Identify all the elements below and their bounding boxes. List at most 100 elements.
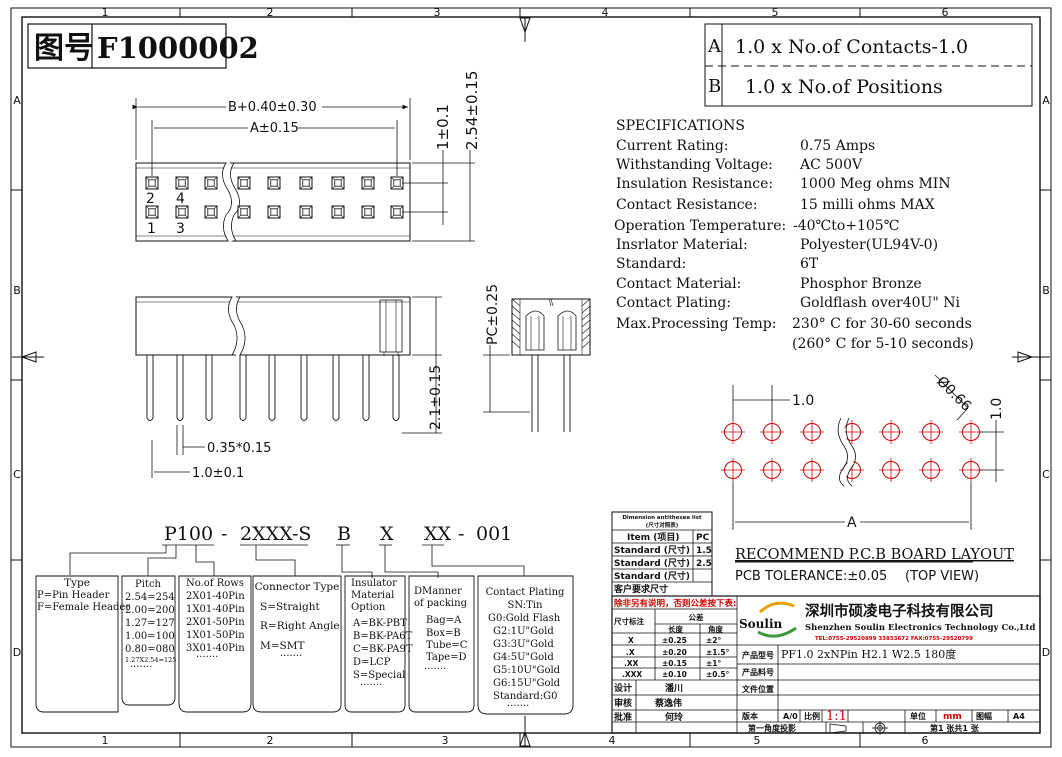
opt-plating-4: G4:5U"Gold [493,652,554,663]
tol-row-1-label: X [628,636,634,645]
opt-type-1: F=Female Header [37,602,130,613]
dim-height: 2.54±0.15 [463,71,481,150]
spec-val-material: Phosphor Bronze [800,276,922,292]
tol-row-3-angle: ±1° [706,659,722,668]
dim-pin-size: 0.35*0.15 [207,441,271,456]
spec-key-insulation: Insulation Resistance: [616,176,773,192]
spec-key-contact-res: Contact Resistance: [616,197,758,213]
tol-row-1-length: ±0.25 [662,636,687,645]
check-name: 蔡逸伟 [654,697,682,709]
part-code-insulator: B [337,523,351,545]
spec-key-temp: Operation Temperature: [614,218,786,234]
pcb-title: RECOMMEND P.C.B BOARD LAYOUT [735,547,1014,563]
opt-pack-0: Bag=A [426,615,462,626]
dim-table-row-4: 客户要求尺寸 [613,583,668,595]
model-value: PF1.0 2xNPin H2.1 W2.5 180度 [781,647,956,661]
tol-row-3-label: .XX [624,659,639,668]
opt-insul-0: A=BK-PBT [352,618,407,629]
opt-conn-2: M=SMT [260,640,305,652]
opt-conn-0: S=Straight [260,601,321,613]
grid-col-2-bottom: 2 [267,734,274,747]
opt-pack-title: DManner of packing [414,586,467,609]
dim-table-row-2: Standard (尺寸) [614,557,690,569]
sheet-size-label: 图幅 [976,711,992,721]
check-label: 审核 [614,697,632,709]
opt-rows-5: ······· [196,652,218,663]
spec-key-voltage: Withstanding Voltage: [616,157,773,173]
opt-plating-0: SN:Tin [508,600,543,611]
part-code-dash-2: - [458,523,464,545]
formula-b: 1.0 x No.of Positions [745,76,943,98]
opt-insul-title: Insulator Material Option [351,578,397,613]
grid-col-3: 3 [434,6,441,19]
pcb-layout: 1.0 Ø0.66 1.0 A [720,374,1005,531]
opt-rows-1: 1X01-40Pin [186,604,245,615]
opt-conn-1: R=Right Angle [260,620,340,632]
grid-col-2: 2 [267,6,274,19]
company-name-cn: 深圳市硕凌电子科技有限公司 [805,602,994,620]
formula-key-a: A [707,36,722,57]
grid-col-4: 4 [602,6,609,19]
grid-col-4-bottom: 4 [609,734,616,747]
tol-row-3-length: ±0.15 [662,659,687,668]
opt-type-0: P=Pin Header [37,590,110,601]
spec-val-contact-res: 15 milli ohms MAX [800,197,935,213]
part-code-suffix: 001 [476,523,512,545]
grid-col-6-bottom: 6 [922,734,929,747]
company-name-en: Shenzhen Soulin Electronics Technology C… [805,623,1036,633]
opt-pitch-3: 1.00=100 [125,631,175,642]
opt-pitch-0: 2.54=254 [125,592,175,603]
scale-value: 1:1 [826,709,847,724]
opt-plating-6: G6:15U"Gold [493,678,561,689]
pin-label-2: 2 [146,191,155,207]
opt-plating-1: G0:Gold Flash [488,613,561,624]
opt-plating-title: Contact Plating [486,587,565,598]
opt-plating-2: G2:1U"Gold [493,626,554,637]
logo-text: Soulin [739,617,783,631]
part-code-packing: X [380,523,394,545]
pcb-tolerance: PCB TOLERANCE:±0.05 [735,569,887,584]
dim-table-val-2: 2.5 [696,559,712,569]
dim-table-head-pc: PC [696,533,710,543]
spec-key-material: Contact Material: [616,276,741,292]
approve-label: 批准 [614,711,632,723]
spec-val-processing-2: (260° C for 5-10 seconds) [792,336,974,352]
dim-tail-length: 2.1±0.15 [428,365,444,430]
grid-row-b: B [13,284,21,297]
design-name: 潘川 [665,682,683,694]
front-view [135,295,442,478]
part-code-plating: XX [424,523,452,545]
opt-insul-4: S=Special [353,670,405,681]
dimension-table: Dimension antithesee list (尺寸对照表) Item (… [611,511,713,597]
dim-pc: PC±0.25 [485,284,501,345]
pin-label-4: 4 [176,191,185,207]
unit-label: 单位 [910,711,926,721]
spec-key-standard: Standard: [616,256,686,272]
tolerance-note: 除非另有说明，否则公差按下表: [614,598,736,609]
dim-table-caption-cn: (尺寸对照表) [646,521,679,529]
dim-pcb-pitch: 1.0 [792,393,814,409]
top-view: 2 4 1 3 B+0.40±0.30 A±0.15 1±0.1 2.54±0.… [132,71,481,243]
opt-rows-4: 3X01-40Pin [186,643,245,654]
opt-rows-3: 1X01-50Pin [186,630,245,641]
company-tel: TEL:0755-29520899 33853672 FAX:0755-2952… [815,636,973,642]
company-logo: Soulin [739,601,797,638]
unit-value: mm [943,712,962,722]
opt-pack-4: ······· [424,664,446,675]
drawing-number: F1000002 [97,31,259,65]
pcb-view: (TOP VIEW) [905,569,979,584]
grid-col-1: 1 [102,6,109,19]
opt-rows-0: 2X01-40Pin [186,591,245,602]
grid-row-b-right: B [1042,284,1050,297]
tol-row-4-angle: ±0.5° [706,670,730,679]
material-label: 产品料号 [742,667,774,677]
dim-pcb-row: 1.0 [989,398,1005,420]
version-value: A/0 [783,712,798,721]
dim-b-length: B+0.40±0.30 [228,100,317,115]
dim-table-row-3: Standard (尺寸) [614,570,690,582]
opt-insul-1: B=BK-PA6T [353,631,413,642]
dim-pcb-hole: Ø0.66 [933,374,974,415]
spec-val-processing: 230° C for 30-60 seconds [792,316,972,332]
pin-label-3: 3 [176,221,185,237]
